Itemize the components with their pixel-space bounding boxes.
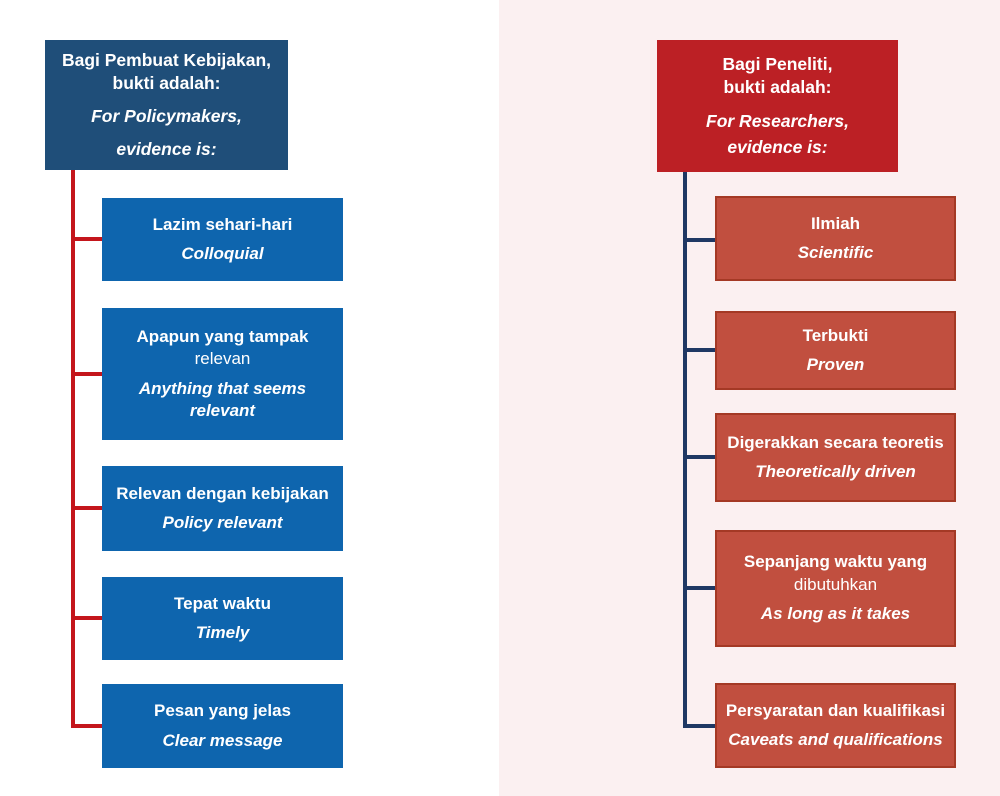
item-label-english: Policy relevant [162, 513, 283, 532]
item-label-indonesian: Terbukti [802, 325, 869, 345]
item-label-indonesian: relevan [194, 349, 251, 369]
item-label-indonesian: dibutuhkan [793, 574, 878, 594]
right-connector-stub [683, 348, 717, 352]
header-line-english: For Policymakers, [91, 106, 242, 126]
header-line-indonesian: bukti adalah: [112, 72, 221, 93]
researchers-header-box: Bagi Peneliti, bukti adalah: For Researc… [657, 40, 898, 172]
item-label-indonesian: Sepanjang waktu yang [743, 552, 928, 572]
left-connector-stub [71, 616, 104, 620]
policymakers-item-anything-relevant: Apapun yang tampak relevan Anything that… [102, 308, 343, 440]
researchers-item-scientific: Ilmiah Scientific [715, 196, 956, 281]
item-label-english: Anything that seems relevant [138, 378, 307, 420]
left-connector-trunk [71, 170, 75, 728]
left-connector-stub [71, 372, 104, 376]
header-line-english: evidence is: [116, 139, 217, 160]
item-label-indonesian: Relevan dengan kebijakan [116, 483, 329, 503]
item-label-indonesian: Pesan yang jelas [153, 701, 292, 721]
right-connector-stub [683, 724, 717, 728]
researchers-item-theoretically-driven: Digerakkan secara teoretis Theoretically… [715, 413, 956, 502]
researchers-item-proven: Terbukti Proven [715, 311, 956, 390]
item-label-english: Scientific [797, 243, 874, 262]
right-connector-stub [683, 455, 717, 459]
item-label-english: As long as it takes [760, 604, 911, 624]
item-label-indonesian: Digerakkan secara teoretis [727, 432, 944, 452]
policymakers-item-timely: Tepat waktu Timely [102, 577, 343, 660]
right-connector-trunk [683, 172, 687, 728]
item-label-indonesian: Persyaratan dan kualifikasi [725, 700, 946, 720]
header-line-indonesian: Bagi Peneliti, [722, 54, 833, 75]
policymakers-header-box: Bagi Pembuat Kebijakan, bukti adalah: Fo… [45, 40, 288, 170]
item-label-english: Clear message [162, 730, 283, 750]
policymakers-item-policy-relevant: Relevan dengan kebijakan Policy relevant [102, 466, 343, 551]
header-line-english: For Researchers, [706, 110, 849, 131]
policymakers-item-clear-message: Pesan yang jelas Clear message [102, 684, 343, 768]
item-label-indonesian: Ilmiah [810, 213, 861, 233]
item-label-english: Timely [195, 623, 250, 642]
item-label-english: Proven [806, 355, 865, 374]
item-label-indonesian: Apapun yang tampak [136, 326, 309, 346]
left-connector-stub [71, 506, 104, 510]
right-connector-stub [683, 586, 717, 590]
header-line-english: evidence is: [727, 136, 828, 157]
policymakers-item-colloquial: Lazim sehari-hari Colloquial [102, 198, 343, 281]
item-label-english: Colloquial [181, 244, 264, 263]
item-label-english: Theoretically driven [755, 462, 916, 481]
item-label-english: Caveats and qualifications [728, 730, 943, 749]
header-line-indonesian: Bagi Pembuat Kebijakan, [61, 49, 272, 70]
researchers-item-caveats-qualifications: Persyaratan dan kualifikasi Caveats and … [715, 683, 956, 768]
left-connector-stub [71, 724, 104, 728]
right-connector-stub [683, 238, 717, 242]
header-line-indonesian: bukti adalah: [723, 77, 832, 98]
left-connector-stub [71, 237, 104, 241]
researchers-item-as-long-as-it-takes: Sepanjang waktu yang dibutuhkan As long … [715, 530, 956, 647]
item-label-indonesian: Lazim sehari-hari [152, 214, 293, 234]
item-label-indonesian: Tepat waktu [174, 593, 271, 613]
